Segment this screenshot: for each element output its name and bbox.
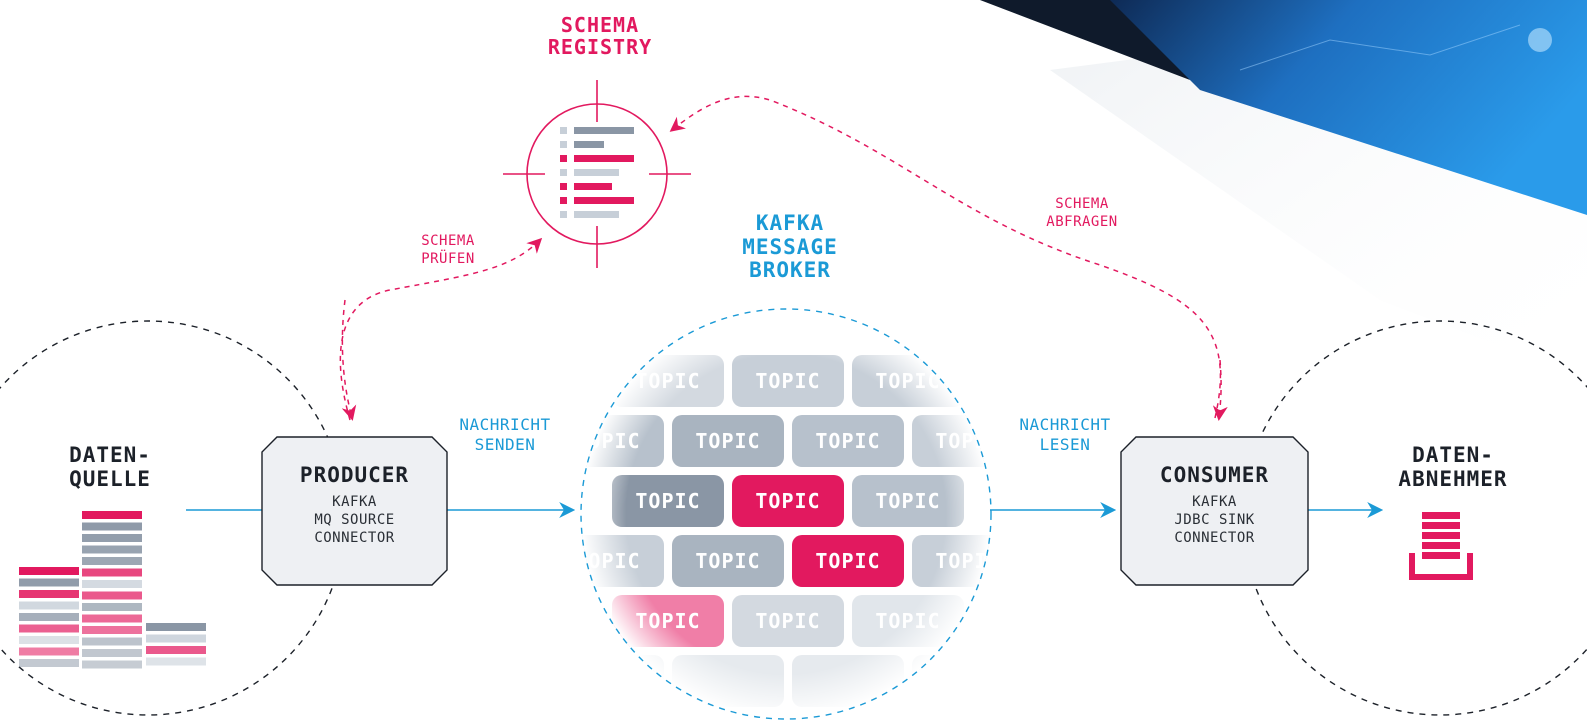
consumer-line3: CONNECTOR [1174, 530, 1255, 547]
source-title: DATEN- QUELLE [40, 443, 180, 491]
schema-query-arrow-up [669, 95, 1222, 419]
broker-title-line3: BROKER [749, 258, 831, 283]
database-tray-icon [1409, 512, 1473, 580]
schema-check-label: SCHEMA PRÜFEN [398, 233, 498, 269]
send-label: NACHRICHT SENDEN [430, 415, 580, 456]
schema-check-arrow-down [341, 299, 357, 421]
schema-query-line2: ABFRAGEN [1046, 213, 1118, 230]
consumer-line2: JDBC SINK [1174, 512, 1255, 529]
consumer-box [1120, 436, 1309, 586]
read-label: NACHRICHT LESEN [990, 415, 1140, 456]
read-line1: NACHRICHT [1019, 415, 1111, 434]
producer-name: PRODUCER [299, 463, 410, 487]
sink-title-line1: DATEN- [1412, 443, 1494, 467]
broker-title-line1: KAFKA [755, 211, 825, 235]
schema-query-label: SCHEMA ABFRAGEN [1022, 196, 1142, 232]
source-title-line2: QUELLE [69, 466, 151, 491]
corner-decoration [980, 0, 1587, 380]
schema-check-line2: PRÜFEN [421, 250, 475, 267]
consumer-line1: KAFKA [1192, 494, 1237, 510]
producer-box [261, 436, 448, 586]
broker-title-line2: MESSAGE [742, 234, 838, 259]
sink-title: DATEN- ABNEHMER [1378, 443, 1528, 491]
consumer-name: CONSUMER [1159, 463, 1270, 487]
data-blocks-icon [19, 511, 206, 669]
consumer-node: CONSUMER KAFKA JDBC SINK CONNECTOR [1121, 463, 1308, 548]
producer-line1: KAFKA [332, 494, 377, 510]
send-line1: NACHRICHT [459, 415, 551, 434]
schema-registry-title-line1: SCHEMA [560, 13, 640, 37]
read-line2: LESEN [1039, 435, 1091, 455]
schema-query-arrow-down [1212, 359, 1228, 421]
producer-node: PRODUCER KAFKA MQ SOURCE CONNECTOR [262, 463, 447, 548]
topic-tile [912, 655, 991, 707]
sink-zone-circle [1242, 320, 1587, 716]
send-line2: SENDEN [474, 435, 536, 455]
sink-title-line2: ABNEHMER [1398, 466, 1508, 491]
producer-line2: MQ SOURCE [314, 512, 395, 529]
broker-zone-circle [580, 308, 992, 720]
schema-registry-title-line2: REGISTRY [547, 35, 653, 60]
schema-check-line1: SCHEMA [421, 233, 475, 249]
producer-line3: CONNECTOR [314, 530, 395, 547]
schema-registry-title: SCHEMA REGISTRY [520, 14, 680, 59]
schema-document-icon [503, 80, 691, 268]
broker-title: KAFKA MESSAGE BROKER [700, 211, 880, 283]
source-title-line1: DATEN- [69, 443, 151, 467]
schema-query-line1: SCHEMA [1055, 196, 1109, 212]
